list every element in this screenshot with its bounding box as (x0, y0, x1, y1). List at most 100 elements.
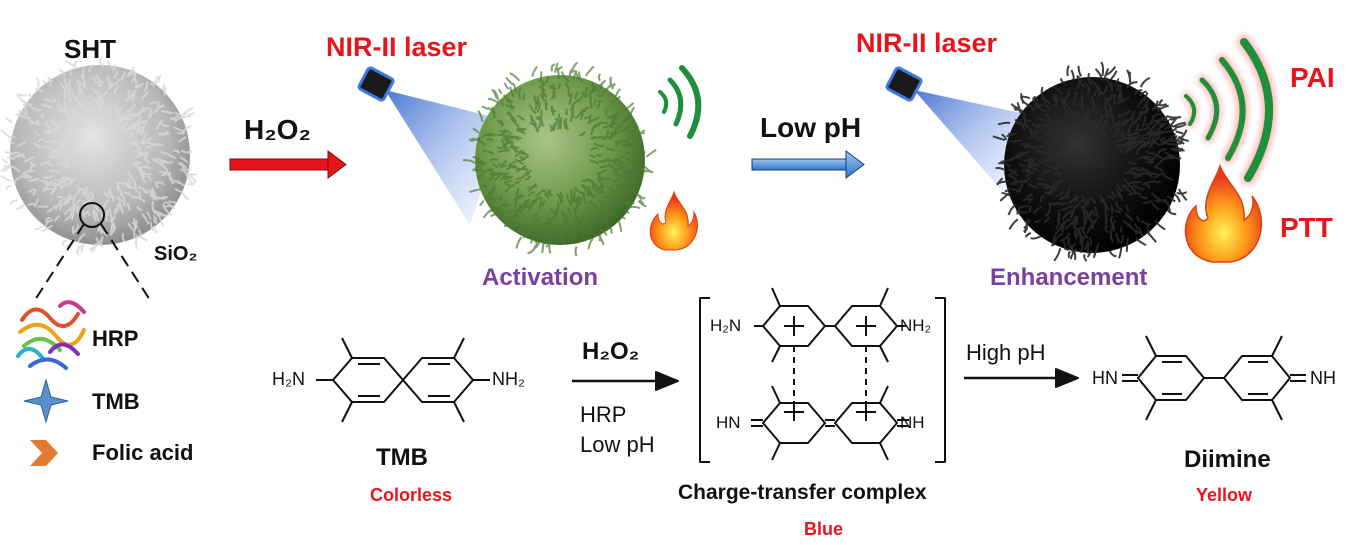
fiber-strand (1074, 215, 1079, 226)
fiber-strand (1163, 198, 1171, 212)
fiber-strand (1073, 195, 1078, 204)
fiber-strand (1102, 121, 1108, 130)
fiber-strand (626, 186, 635, 190)
fiber-strand (33, 130, 40, 137)
fiber-strand (42, 145, 54, 151)
fiber-strand (571, 106, 576, 118)
fiber-strand (1052, 85, 1064, 95)
fiber-strand (21, 169, 35, 176)
fiber-strand (597, 93, 604, 98)
fiber-strand (621, 199, 633, 209)
fiber-strand (634, 193, 643, 198)
fiber-strand (121, 232, 126, 243)
fiber-strand (28, 177, 40, 183)
diimine-structure (1122, 335, 1306, 421)
fiber-strand (565, 108, 568, 116)
fiber-strand (543, 188, 547, 197)
fiber-strand (96, 98, 105, 108)
fiber-strand (78, 87, 84, 98)
fiber-strand (185, 174, 194, 185)
arrow2-label: Low pH (760, 112, 862, 143)
fiber-strand (1118, 246, 1123, 259)
fiber-strand (127, 170, 135, 183)
sio2-label: SiO₂ (154, 243, 198, 265)
flame-large-icon (1184, 163, 1263, 263)
fiber-strand (139, 172, 148, 179)
fiber-strand (34, 225, 43, 231)
fiber-strand (62, 138, 71, 142)
fiber-strand (567, 207, 572, 217)
fiber-strand (546, 216, 553, 227)
fiber-strand (1077, 75, 1082, 83)
fiber-strand (1126, 81, 1138, 89)
fiber-strand (515, 206, 528, 215)
fiber-strand (508, 111, 515, 122)
fiber-strand (1040, 170, 1052, 176)
fiber-strand (641, 169, 654, 174)
fiber-strand (5, 117, 13, 124)
fiber-strand (20, 173, 33, 179)
fiber-strand (488, 97, 500, 105)
fiber-strand (527, 245, 537, 255)
fiber-strand (77, 123, 81, 132)
fiber-strand (1134, 89, 1143, 96)
fiber-strand (1170, 153, 1182, 160)
fiber-strand (569, 234, 580, 244)
step1-catalyst: HRP (580, 402, 627, 427)
fiber-strand (497, 149, 510, 154)
fiber-strand (481, 132, 494, 138)
fiber-strand (489, 158, 499, 162)
fiber-strand (1100, 109, 1110, 120)
fiber-strand (605, 108, 608, 115)
fiber-strand (1024, 168, 1032, 173)
fiber-strand (49, 155, 62, 160)
fiber-strand (597, 73, 602, 82)
fiber-strand (1094, 68, 1103, 81)
fiber-strand (35, 76, 40, 88)
fiber-strand (177, 161, 185, 170)
fiber-strand (589, 159, 600, 165)
fiber-strand (1108, 103, 1113, 116)
fiber-strand (56, 195, 64, 199)
fiber-strand (610, 129, 618, 135)
fiber-strand (587, 206, 592, 213)
fiber-strand (155, 119, 164, 130)
fiber-strand (598, 231, 602, 242)
fiber-strand (141, 119, 149, 123)
fiber-strand (22, 114, 34, 123)
fiber-strand (598, 159, 606, 164)
fiber-strand (617, 183, 627, 190)
fiber-strand (158, 170, 172, 176)
fiber-strand (1004, 186, 1012, 193)
fiber-strand (1066, 243, 1077, 252)
fiber-strand (1159, 136, 1166, 143)
fiber-strand (1125, 237, 1129, 252)
fiber-strand (999, 191, 1012, 202)
fiber-strand (1072, 249, 1077, 261)
fiber-strand (148, 101, 157, 106)
fiber-strand (1031, 122, 1039, 129)
fiber-strand (632, 131, 645, 135)
activation-label: Activation (482, 264, 599, 291)
fiber-strand (1109, 229, 1115, 243)
fiber-strand (1080, 227, 1089, 239)
fiber-strand (132, 217, 137, 229)
fiber-strand (501, 203, 511, 207)
fiber-strand (487, 184, 496, 196)
fiber-strand (484, 133, 497, 137)
fiber-strand (468, 137, 476, 141)
fiber-strand (639, 198, 645, 205)
fiber-strand (997, 121, 1011, 126)
fiber-strand (1131, 171, 1146, 176)
fiber-strand (1133, 223, 1140, 230)
fiber-strand (621, 115, 633, 125)
diimine-name: Diimine (1184, 446, 1271, 473)
fiber-strand (1154, 219, 1166, 231)
fiber-strand (130, 124, 141, 129)
fiber-strand (9, 198, 18, 206)
fiber-strand (1162, 173, 1174, 181)
fiber-strand (62, 130, 72, 134)
activated-nanoparticle (462, 61, 657, 257)
fiber-strand (162, 202, 167, 210)
fiber-strand (126, 203, 132, 211)
